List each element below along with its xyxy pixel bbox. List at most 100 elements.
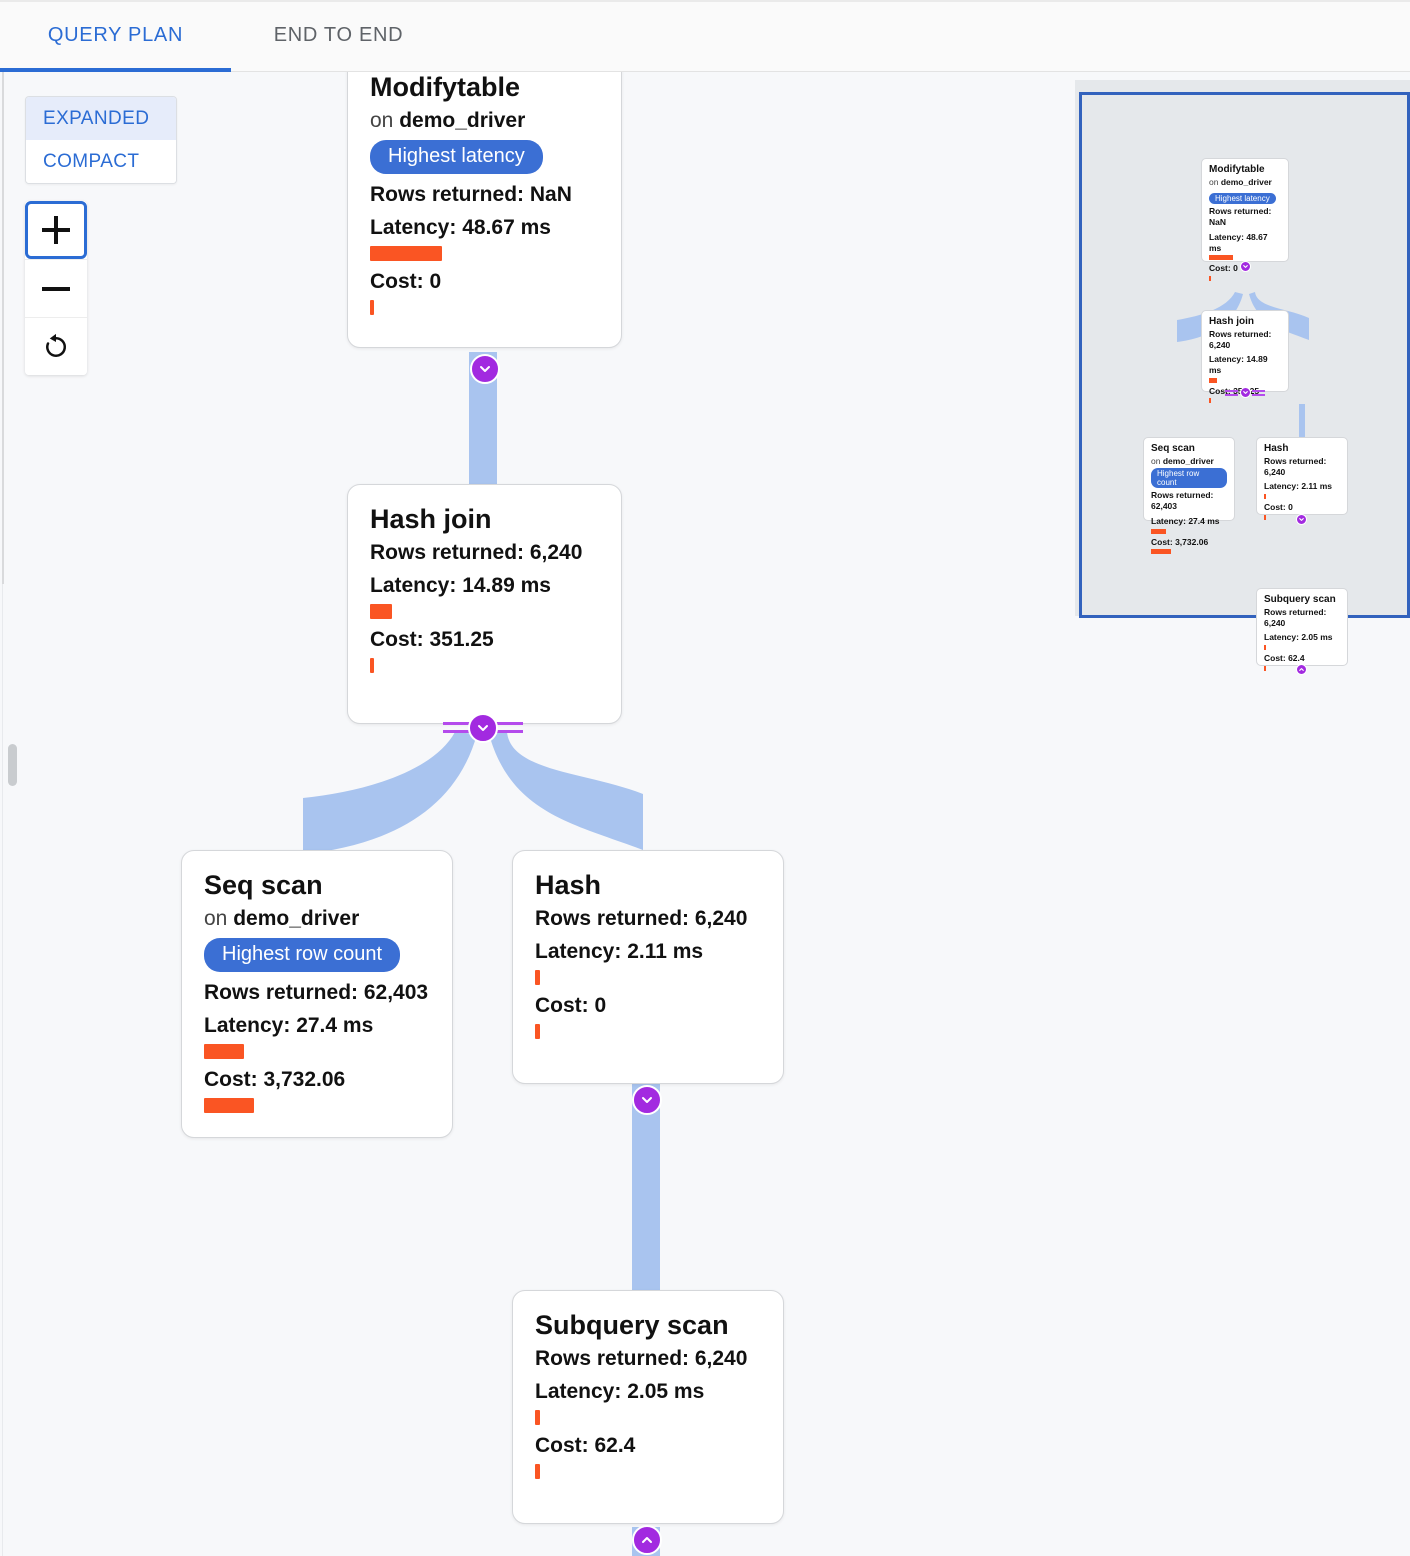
cost-bar	[535, 1024, 540, 1040]
rows-returned: Rows returned: 6,240	[1209, 328, 1272, 350]
tab-end-to-end[interactable]: END TO END	[231, 0, 446, 70]
rows-returned: Rows returned: 6,240	[535, 1347, 748, 1371]
node-relation: on demo_driver	[1151, 456, 1227, 467]
chevron-up-icon	[642, 1537, 652, 1543]
chevron-down-icon	[1243, 391, 1248, 394]
chevron-up-icon	[1299, 668, 1304, 671]
mode-expanded-button[interactable]: EXPANDED	[26, 97, 176, 140]
zoom-controls[interactable]	[25, 201, 87, 375]
cost-bar	[1264, 665, 1266, 671]
minimap-node-hash-join[interactable]: Hash join Rows returned: 6,240 Latency: …	[1201, 310, 1289, 404]
plan-node-subquery-scan[interactable]: Subquery scan Rows returned: 6,240 Laten…	[512, 1290, 784, 1524]
chevron-down-icon	[642, 1097, 652, 1103]
latency-bar	[1209, 255, 1233, 261]
vertical-scrollbar-thumb[interactable]	[8, 744, 17, 786]
minimap-chevron-hash-join[interactable]	[1240, 387, 1251, 398]
latency-bar	[370, 604, 392, 620]
latency-value: Latency: 48.67 ms	[370, 216, 551, 240]
latency-value: Latency: 2.05 ms	[1264, 632, 1333, 643]
minus-icon	[42, 275, 70, 303]
panel-divider	[2, 72, 3, 1556]
reset-ccw-icon	[46, 333, 67, 357]
rows-returned: Rows returned: 6,240	[1264, 455, 1327, 477]
minimap-node-subquery-scan[interactable]: Subquery scan Rows returned: 6,240 Laten…	[1256, 588, 1348, 671]
node-relation: on demo_driver	[1209, 177, 1281, 188]
minimap-chevron-subquery-scan[interactable]	[1296, 664, 1307, 675]
latency-value: Latency: 27.4 ms	[1151, 515, 1220, 526]
on-prefix: on	[204, 907, 234, 931]
rows-returned: Rows returned: 6,240	[535, 907, 748, 931]
chevron-down-icon	[480, 366, 490, 372]
relation-name: demo_driver	[233, 907, 360, 931]
rows-returned: Rows returned: 6,240	[370, 541, 583, 565]
cost-value: Cost: 0	[1264, 502, 1293, 513]
zoom-out-button[interactable]	[25, 259, 87, 317]
status-badge: Highest latency	[1209, 192, 1276, 204]
latency-bar	[1209, 377, 1217, 383]
cost-bar	[1151, 549, 1171, 555]
minimap-node-modifytable[interactable]: Modifytable on demo_driver Highest laten…	[1201, 158, 1289, 281]
node-title: Modifytable	[370, 72, 521, 102]
rows-returned: Rows returned: NaN	[370, 183, 572, 207]
plus-icon	[42, 216, 70, 244]
cost-value: Cost: 62.4	[1264, 653, 1305, 664]
on-prefix: on	[1209, 176, 1221, 187]
chevron-down-icon	[1243, 265, 1248, 268]
hash-join-branch-lines	[443, 720, 523, 736]
collapse-chevron-modifytable[interactable]	[470, 354, 500, 384]
plan-node-modifytable[interactable]: Modifytable on demo_driver Highest laten…	[347, 72, 622, 348]
latency-bar	[1264, 494, 1266, 500]
node-title: Subquery scan	[1264, 594, 1336, 605]
mode-compact-button[interactable]: COMPACT	[26, 140, 176, 183]
minimap-hash-join-branch-lines	[1225, 389, 1265, 397]
node-relation: on demo_driver	[370, 109, 599, 133]
minimap-viewport-rect[interactable]	[1079, 92, 1410, 618]
cost-value: Cost: 0	[535, 994, 607, 1018]
cost-value: Cost: 0	[370, 270, 442, 294]
node-relation: on demo_driver	[204, 907, 430, 931]
node-title: Hash	[535, 870, 602, 900]
status-badge: Highest row count	[1151, 467, 1227, 488]
node-title: Subquery scan	[535, 1310, 729, 1340]
node-title: Modifytable	[1209, 164, 1265, 175]
collapse-chevron-hash[interactable]	[632, 1085, 662, 1115]
zoom-in-button[interactable]	[25, 201, 87, 259]
relation-name: demo_driver	[1162, 455, 1214, 466]
latency-bar	[535, 1410, 540, 1426]
cost-bar	[1209, 275, 1211, 281]
plan-node-hash-join[interactable]: Hash join Rows returned: 6,240 Latency: …	[347, 484, 622, 724]
rows-returned: Rows returned: 62,403	[204, 981, 429, 1005]
tab-query-plan[interactable]: QUERY PLAN	[0, 0, 231, 70]
cost-value: Cost: 351.25	[370, 628, 494, 652]
minimap-node-seq-scan[interactable]: Seq scan on demo_driver Highest row coun…	[1143, 437, 1235, 555]
collapse-chevron-hash-join[interactable]	[468, 713, 498, 743]
cost-bar	[535, 1464, 540, 1480]
plan-node-hash[interactable]: Hash Rows returned: 6,240 Latency: 2.11 …	[512, 850, 784, 1084]
active-tab-indicator	[0, 68, 231, 72]
cost-bar	[370, 658, 374, 674]
minimap-chevron-hash[interactable]	[1296, 514, 1307, 525]
plan-node-seq-scan[interactable]: Seq scan on demo_driver Highest row coun…	[181, 850, 453, 1138]
expand-chevron-subquery-scan[interactable]	[632, 1525, 662, 1555]
minimap-chevron-modifytable[interactable]	[1240, 261, 1251, 272]
status-badge: Highest latency	[370, 140, 543, 175]
status-badge: Highest row count	[204, 938, 401, 973]
latency-value: Latency: 14.89 ms	[1209, 354, 1268, 376]
latency-value: Latency: 2.11 ms	[1264, 481, 1333, 492]
cost-value: Cost: 3,732.06	[204, 1068, 346, 1092]
minimap-node-hash[interactable]: Hash Rows returned: 6,240 Latency: 2.11 …	[1256, 437, 1348, 520]
on-prefix: on	[370, 109, 400, 133]
latency-bar	[1264, 645, 1266, 651]
cost-bar	[1264, 514, 1266, 520]
latency-bar	[1151, 528, 1166, 534]
chevron-down-icon	[478, 725, 488, 731]
layout-mode-toggle[interactable]: EXPANDED COMPACT	[25, 96, 177, 184]
query-plan-canvas[interactable]: EXPANDED COMPACT Modifytable on demo_dri…	[3, 72, 1410, 1556]
node-title: Seq scan	[1151, 443, 1195, 454]
relation-name: demo_driver	[399, 109, 526, 133]
cost-value: Cost: 62.4	[535, 1434, 636, 1458]
reset-view-button[interactable]	[25, 317, 87, 375]
latency-value: Latency: 14.89 ms	[370, 574, 551, 598]
latency-value: Latency: 2.11 ms	[535, 940, 704, 964]
chevron-down-icon	[1299, 518, 1304, 521]
